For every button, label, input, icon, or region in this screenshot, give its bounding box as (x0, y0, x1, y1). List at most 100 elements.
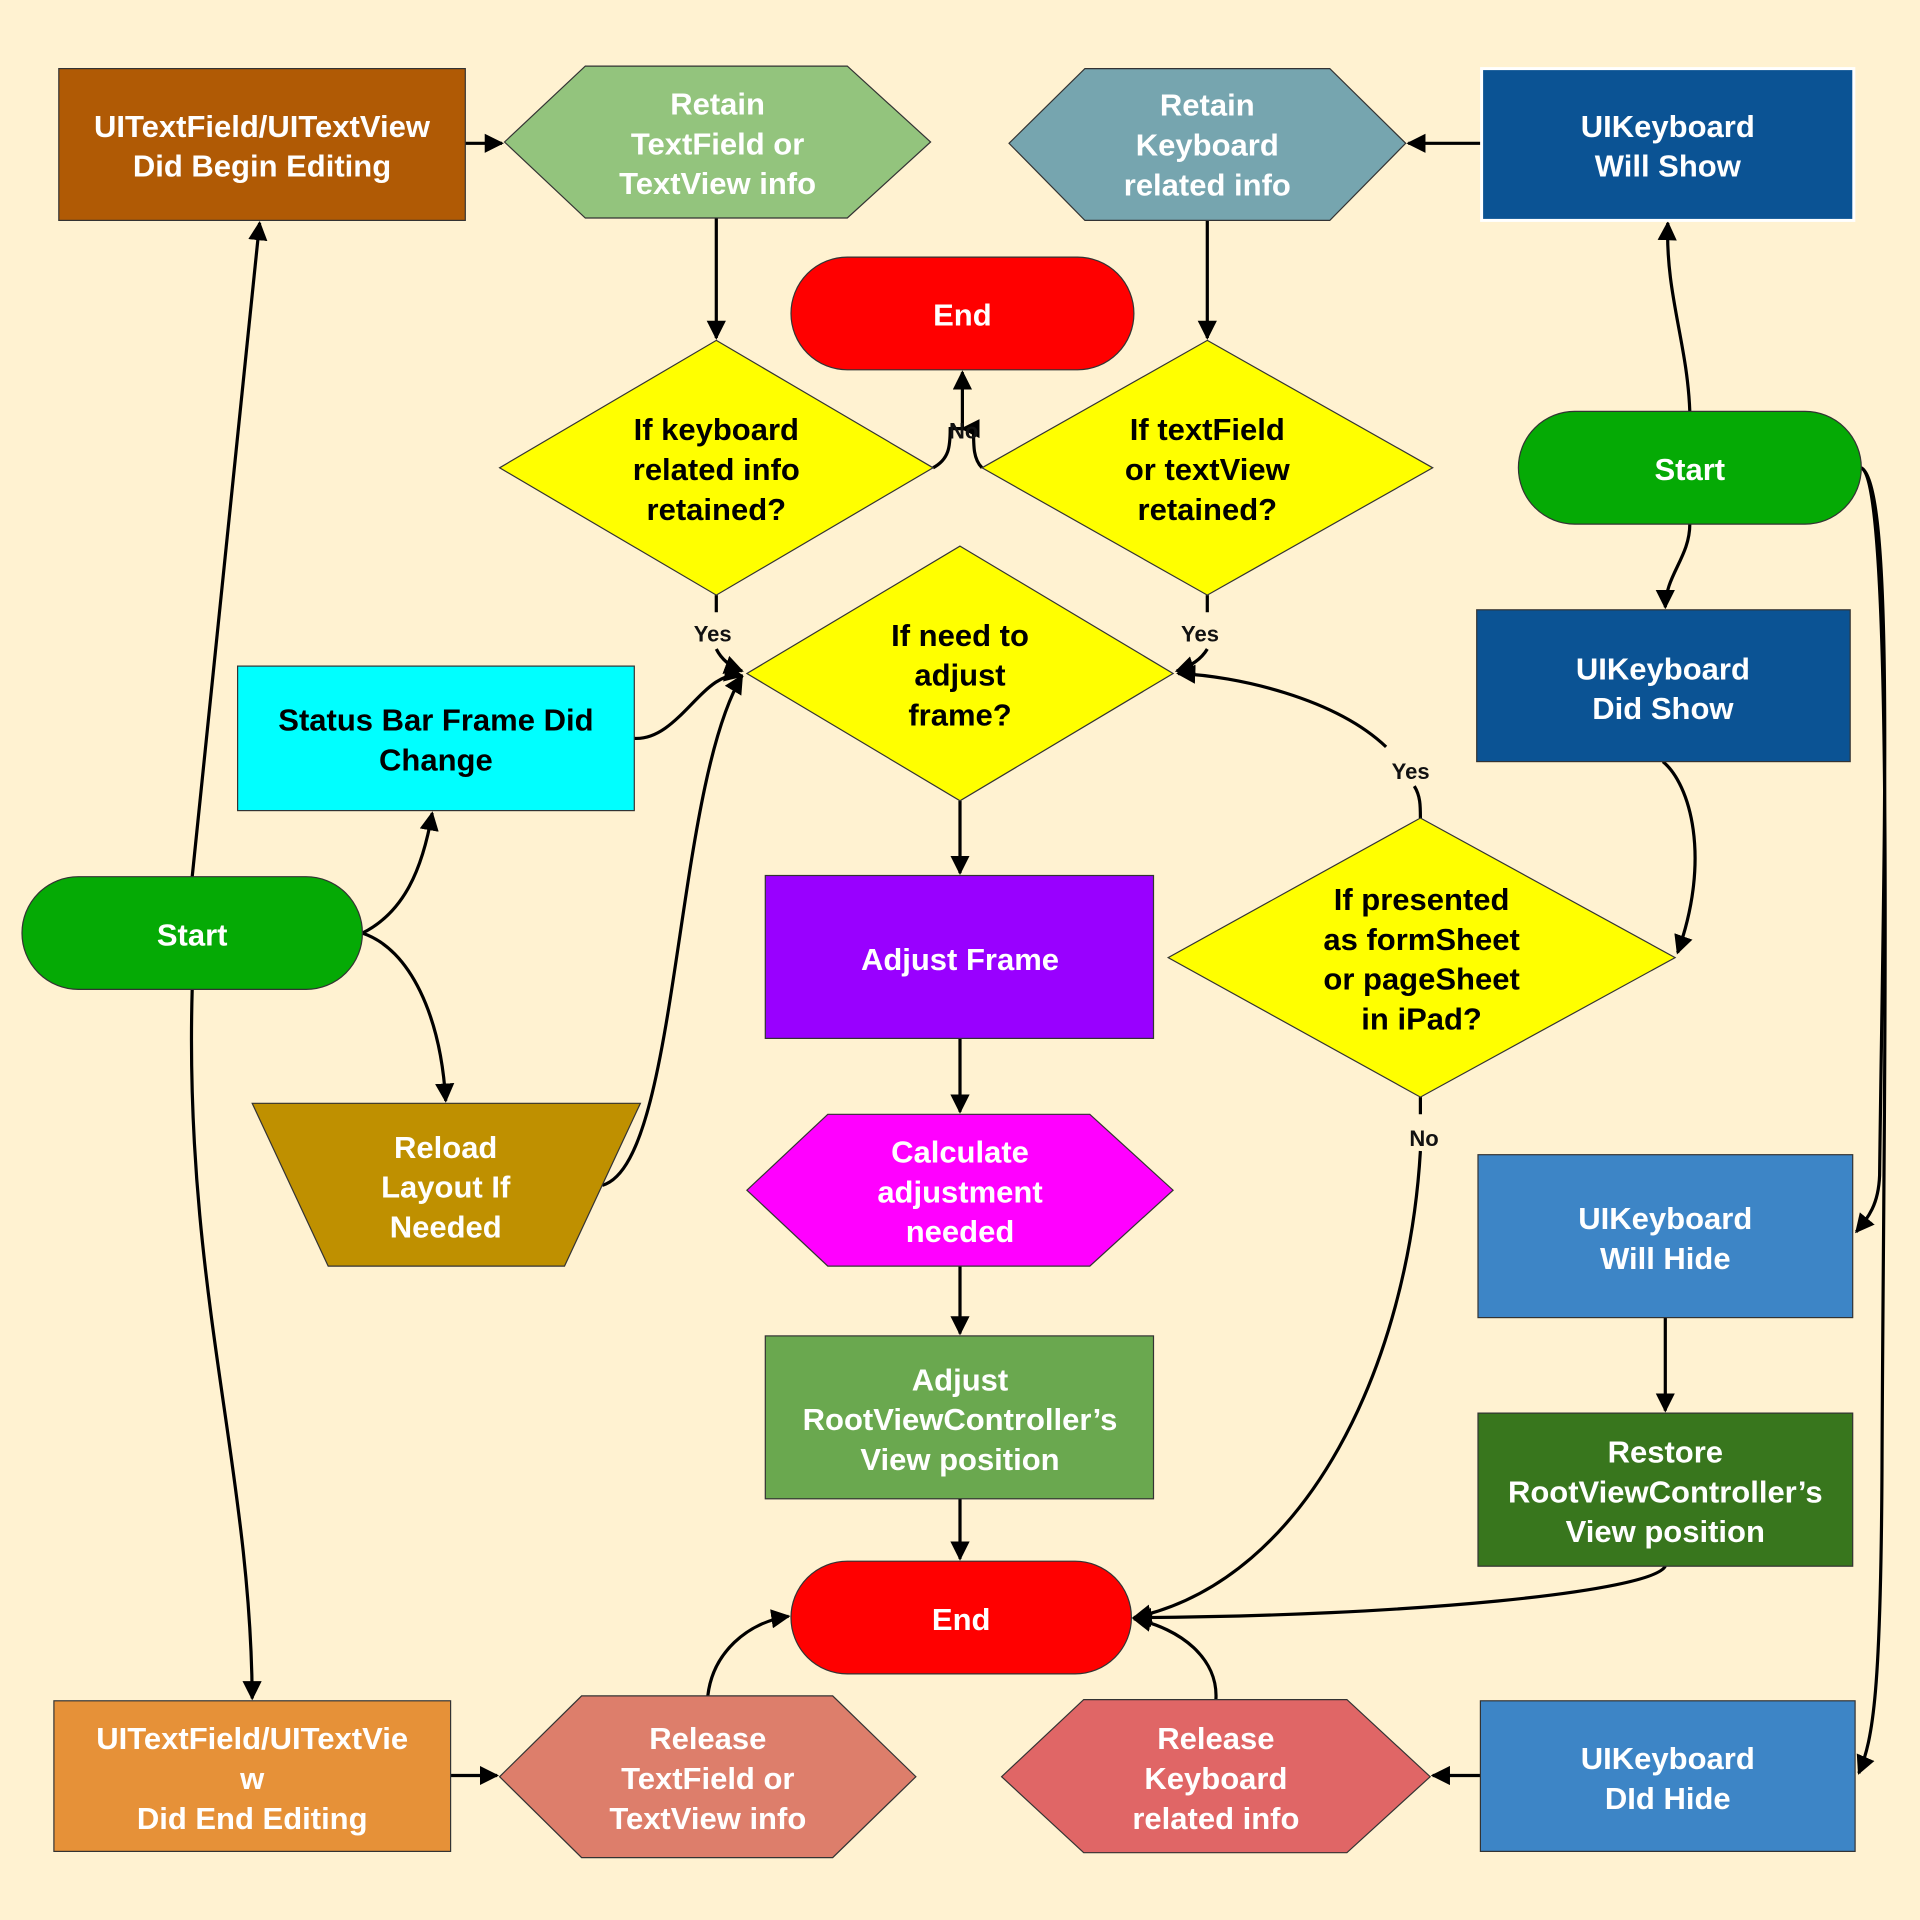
node-label-keyboard-will-hide: UIKeyboard (1578, 1201, 1752, 1236)
node-label-if-keyboard-retained: retained? (647, 492, 787, 527)
node-label-keyboard-did-hide: UIKeyboard (1581, 1741, 1755, 1776)
node-label-if-need-adjust: adjust (914, 658, 1005, 693)
node-label-retain-keyboard: Retain (1160, 88, 1255, 123)
edge-label-yes-right: Yes (1181, 622, 1219, 647)
edge-label-no-sheet: No (1409, 1126, 1438, 1151)
edge-if-presented-yes (1178, 674, 1422, 819)
node-label-reload-layout: Reload (394, 1130, 497, 1165)
node-label-retain-keyboard: Keyboard (1136, 128, 1279, 163)
node-adjust-frame: Adjust Frame (764, 874, 1155, 1039)
node-label-if-textfield-retained: If textField (1130, 412, 1285, 447)
node-label-retain-keyboard: related info (1124, 167, 1291, 202)
node-shape-if-presented-sheet (1166, 817, 1677, 1098)
node-label-reload-layout: Layout If (381, 1170, 511, 1205)
node-label-did-end-editing: Did End Editing (137, 1801, 368, 1836)
node-label-release-keyboard: related info (1132, 1801, 1299, 1836)
node-label-retain-textfield: TextView info (619, 166, 816, 201)
edge-label-yes-sheet: Yes (1392, 759, 1430, 784)
node-shape-adjust-frame (764, 874, 1155, 1039)
node-label-if-presented-sheet: in iPad? (1361, 1002, 1482, 1037)
node-label-if-presented-sheet: as formSheet (1323, 922, 1519, 957)
edge-if-presented-no (1134, 1097, 1422, 1618)
node-end-bottom: End (790, 1560, 1132, 1675)
node-label-status-bar-changed: Change (379, 743, 493, 778)
node-label-did-begin-editing: UITextField/UITextView (94, 109, 431, 144)
node-shape-keyboard-will-hide (1477, 1154, 1854, 1319)
node-label-release-keyboard: Keyboard (1144, 1761, 1287, 1796)
node-label-restore-root-view: Restore (1608, 1435, 1723, 1470)
node-label-calculate-adjustment: Calculate (891, 1135, 1029, 1170)
node-label-end-top: End (933, 298, 992, 333)
node-label-status-bar-changed: Status Bar Frame Did (278, 703, 593, 738)
node-shape-restore-root-view (1477, 1412, 1854, 1567)
node-label-release-textfield: Release (649, 1721, 766, 1756)
node-label-calculate-adjustment: adjustment (877, 1174, 1042, 1209)
edge-if-textfield-no-merge (960, 419, 984, 469)
edge-start-right-to-did-hide (1856, 466, 1887, 1775)
edge-release-textfield-to-end (706, 1609, 791, 1697)
node-label-retain-textfield: Retain (670, 87, 765, 122)
node-shape-reload-layout (251, 1102, 642, 1267)
node-label-restore-root-view: View position (1566, 1514, 1765, 1549)
node-label-if-need-adjust: frame? (908, 698, 1011, 733)
edge-start-left-to-status-bar (361, 811, 439, 935)
node-shape-keyboard-did-show (1476, 609, 1851, 763)
node-shape-start-left (21, 876, 363, 991)
node-shape-release-keyboard (1000, 1698, 1432, 1854)
node-label-release-textfield: TextField or (621, 1761, 794, 1796)
node-label-if-keyboard-retained: related info (633, 452, 800, 487)
edge-start-left-to-end-editing (189, 989, 262, 1701)
edge-did-show-to-if-presented (1661, 760, 1697, 955)
node-shape-end-top (790, 256, 1135, 371)
node-label-adjust-root-view: View position (860, 1442, 1059, 1477)
node-shape-keyboard-did-hide (1479, 1700, 1856, 1853)
node-label-adjust-root-view: Adjust (912, 1362, 1008, 1397)
edge-start-left-to-reload (361, 931, 455, 1103)
node-label-adjust-frame: Adjust Frame (861, 942, 1059, 977)
node-label-keyboard-will-show: UIKeyboard (1581, 109, 1755, 144)
node-shape-start-right (1517, 410, 1862, 525)
node-shape-release-textfield (498, 1695, 917, 1859)
edge-if-keyboard-yes (714, 595, 742, 671)
node-shape-end-bottom (790, 1560, 1132, 1675)
node-label-keyboard-did-show: Did Show (1592, 691, 1734, 726)
node-shape-calculate-adjustment (746, 1113, 1174, 1267)
edge-reload-to-need-adjust (601, 674, 744, 1187)
node-shape-did-end-editing (53, 1700, 452, 1853)
node-label-retain-textfield: TextField or (631, 126, 804, 161)
node-label-start-left: Start (157, 917, 228, 952)
node-start-right: Start (1517, 410, 1862, 525)
edge-if-keyboard-no-to-end (932, 370, 972, 470)
node-label-end-bottom: End (932, 1602, 991, 1637)
node-label-if-textfield-retained: retained? (1138, 492, 1278, 527)
edge-release-keyboard-to-end (1132, 1612, 1218, 1700)
node-label-start-right: Start (1654, 452, 1725, 487)
node-label-if-presented-sheet: If presented (1334, 882, 1510, 917)
node-shape-if-keyboard-retained (498, 339, 935, 596)
node-shape-retain-textfield (503, 65, 932, 219)
node-label-did-begin-editing: Did Begin Editing (133, 149, 391, 184)
node-label-did-end-editing: w (239, 1761, 265, 1796)
edge-start-right-to-did-show (1655, 524, 1692, 610)
node-label-release-textfield: TextView info (609, 1801, 806, 1836)
node-end-top: End (790, 256, 1135, 371)
